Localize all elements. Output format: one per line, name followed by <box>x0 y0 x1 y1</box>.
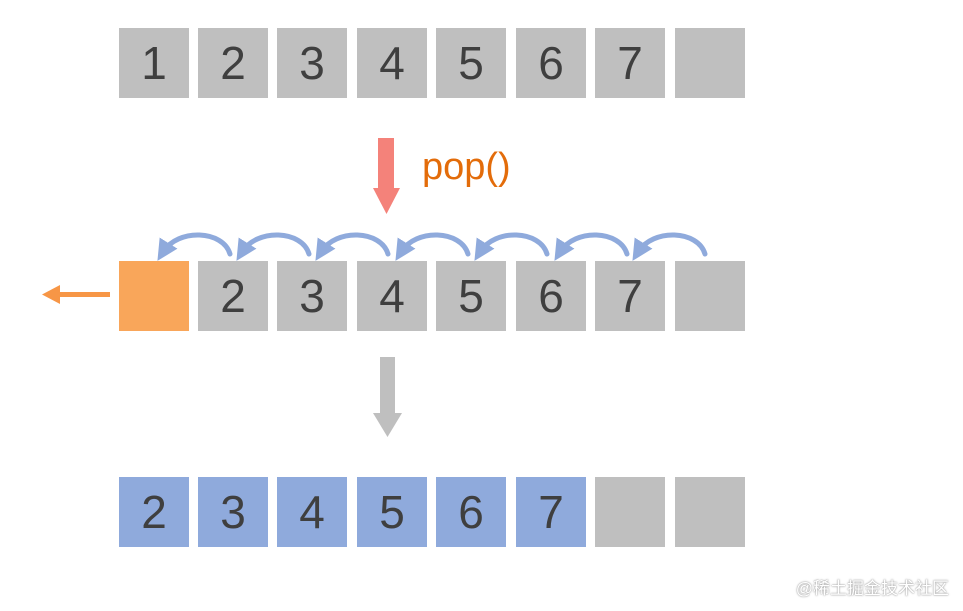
array-before: 1 2 3 4 5 6 7 <box>119 28 745 98</box>
array-cell-filled: 7 <box>516 477 586 547</box>
shift-arrow-icon <box>236 232 312 261</box>
array-cell-filled: 2 <box>119 477 189 547</box>
array-cell-empty <box>675 261 745 331</box>
watermark: @稀土掘金技术社区 <box>795 579 949 598</box>
array-cell: 2 <box>198 28 268 98</box>
shift-arrow-icon <box>157 232 233 261</box>
down-arrow-pop-icon <box>373 138 400 214</box>
array-cell-filled: 5 <box>357 477 427 547</box>
array-cell: 7 <box>595 28 665 98</box>
array-cell-empty <box>595 477 665 547</box>
shift-arrows <box>157 232 708 261</box>
array-after: 2 3 4 5 6 7 <box>119 477 745 547</box>
array-cell-filled: 4 <box>277 477 347 547</box>
array-cell-empty <box>675 28 745 98</box>
pop-label: pop() <box>422 146 511 188</box>
shift-arrow-icon <box>395 232 471 261</box>
array-cell: 4 <box>357 28 427 98</box>
array-cell: 1 <box>119 28 189 98</box>
shift-arrow-icon <box>474 232 550 261</box>
down-arrow-result-icon <box>373 357 402 437</box>
shift-arrow-icon <box>554 232 630 261</box>
popped-cell <box>119 261 189 331</box>
array-cell: 7 <box>595 261 665 331</box>
shift-arrow-icon <box>632 232 708 261</box>
left-arrow-out-icon <box>42 285 110 304</box>
shift-arrow-icon <box>315 232 391 261</box>
array-cell: 3 <box>277 28 347 98</box>
array-cell: 4 <box>357 261 427 331</box>
array-cell-empty <box>675 477 745 547</box>
array-cell: 6 <box>516 261 586 331</box>
array-shift: 2 3 4 5 6 7 <box>119 261 745 331</box>
array-cell-filled: 3 <box>198 477 268 547</box>
array-cell: 2 <box>198 261 268 331</box>
array-cell: 5 <box>436 261 506 331</box>
array-cell: 5 <box>436 28 506 98</box>
array-cell: 3 <box>277 261 347 331</box>
array-cell: 6 <box>516 28 586 98</box>
array-cell-filled: 6 <box>436 477 506 547</box>
